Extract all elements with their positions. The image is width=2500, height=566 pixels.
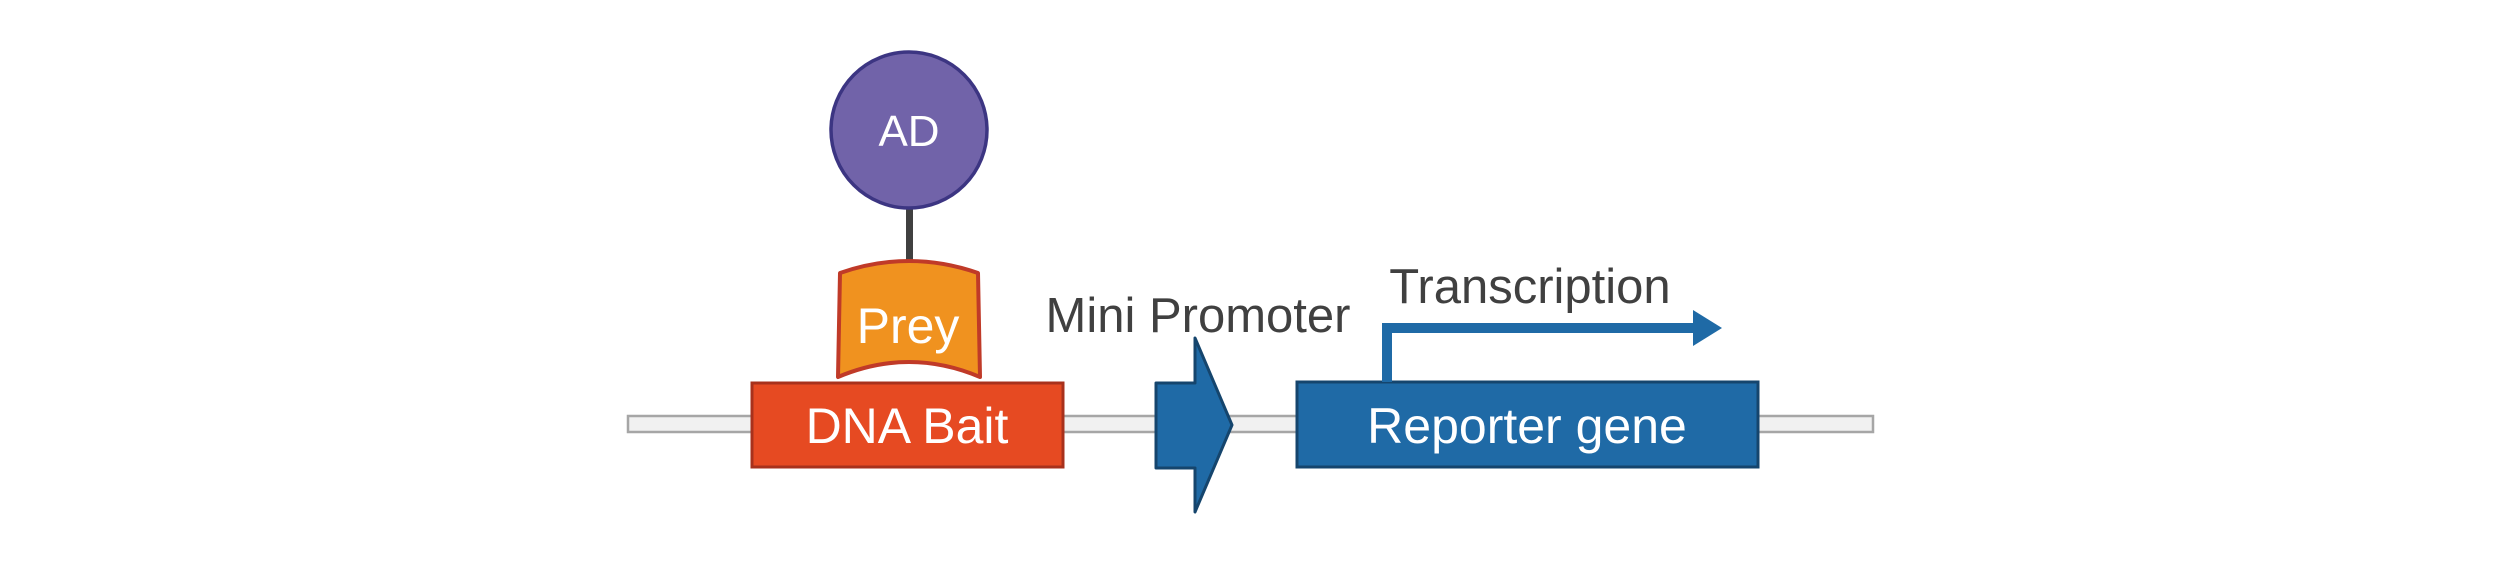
prey-label: Prey xyxy=(857,298,960,354)
reporter-gene-box xyxy=(1295,380,1760,469)
transcription-arrow-head xyxy=(1693,310,1722,346)
ad-circle xyxy=(829,50,989,210)
dna-bait-label: DNA Bait xyxy=(806,398,1009,454)
dna-bait-box xyxy=(750,381,1065,469)
prey-shape xyxy=(836,259,982,379)
reporter-gene-label: Reporter gene xyxy=(1367,398,1687,454)
mini-promoter-arrow xyxy=(1154,336,1234,514)
transcription-arrow-line xyxy=(1382,323,1693,382)
ad-label: AD xyxy=(878,107,939,156)
transcription-label: Transcription xyxy=(1389,260,1670,314)
mini-promoter-label: Mini Promoter xyxy=(1046,289,1351,343)
